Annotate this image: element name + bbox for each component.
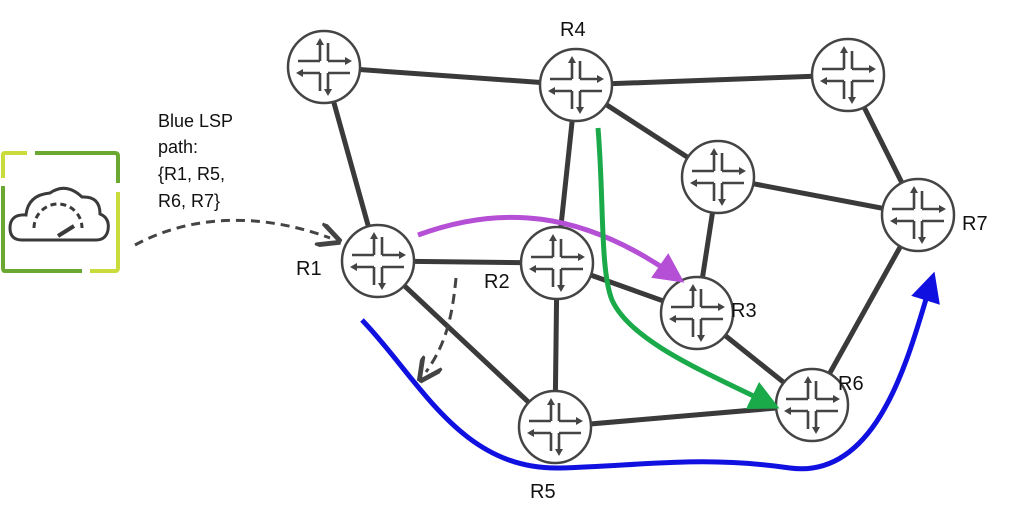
cloud-speedometer-icon <box>8 186 110 242</box>
router-r4 <box>538 47 614 123</box>
link-ra-r4 <box>323 64 577 88</box>
label-r3: R3 <box>731 300 757 322</box>
note-line-1: Blue LSP <box>158 111 233 131</box>
router-r1 <box>340 223 416 299</box>
reroute-dashed-arrow <box>426 277 458 372</box>
router-r2 <box>519 225 595 301</box>
label-r4: R4 <box>560 19 586 41</box>
note-line-2: path: <box>158 137 198 157</box>
label-r6: R6 <box>838 373 864 395</box>
router-r3 <box>659 275 735 351</box>
link-r4-rt <box>575 72 849 88</box>
router-unlabeled-middle <box>680 139 756 215</box>
label-r7: R7 <box>962 213 988 235</box>
blue-lsp-arrow <box>360 271 940 472</box>
router-unlabeled-top-left <box>286 29 362 105</box>
note-line-3: {R1, R5, <box>158 164 225 184</box>
purple-path-arrow <box>417 214 685 283</box>
router-r5 <box>517 389 593 465</box>
controller <box>1 151 120 273</box>
label-r5: R5 <box>530 481 556 503</box>
router-unlabeled-top-right <box>810 37 886 113</box>
controller-dashed-arrow <box>134 218 330 245</box>
label-r2: R2 <box>484 271 510 293</box>
green-path-arrow <box>595 127 780 409</box>
label-r1: R1 <box>296 258 322 280</box>
note-line-4: R6, R7} <box>158 191 220 211</box>
router-r7 <box>880 177 956 253</box>
link-r5-r6 <box>554 402 813 430</box>
link-r1-r5 <box>376 259 557 429</box>
